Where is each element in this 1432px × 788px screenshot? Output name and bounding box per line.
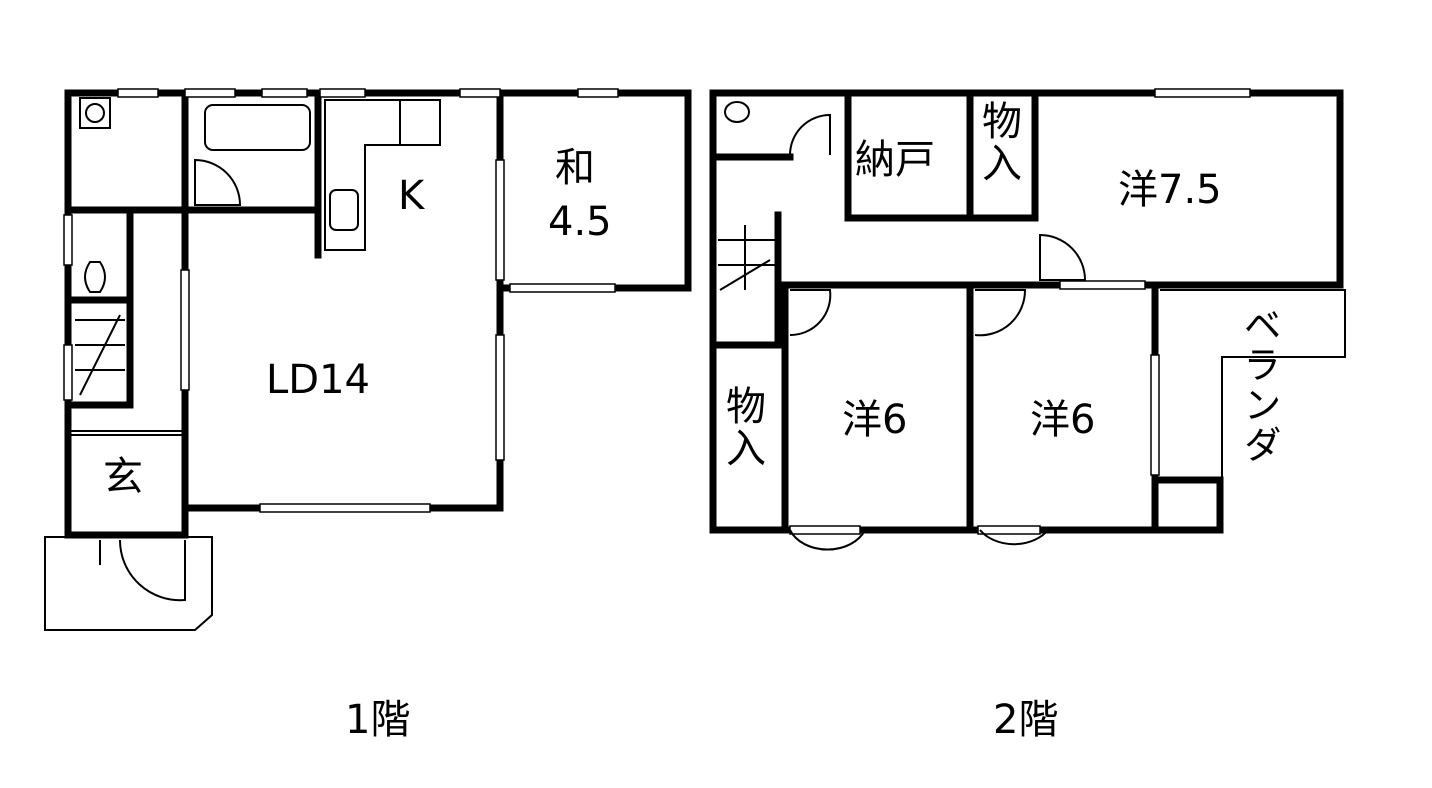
sink-icon bbox=[329, 189, 359, 231]
floor1-walls bbox=[64, 89, 692, 539]
room-label-kitchen: K bbox=[398, 173, 425, 219]
entrance-door-icon bbox=[99, 539, 186, 602]
door-swing-icon bbox=[789, 289, 832, 337]
room-label-western-a: 洋6 bbox=[842, 397, 908, 443]
door-swing-icon bbox=[979, 529, 1049, 546]
bathtub-icon bbox=[204, 104, 311, 151]
floor1-fixtures bbox=[44, 97, 441, 631]
door-swing-icon bbox=[789, 529, 866, 551]
room-label-closet-top: 物入 bbox=[975, 100, 1021, 184]
stairs-icon bbox=[718, 225, 775, 291]
room-label-closet-left: 物入 bbox=[719, 385, 765, 469]
veranda-outline bbox=[1160, 289, 1346, 530]
porch bbox=[44, 536, 213, 631]
door-swing-icon bbox=[789, 113, 831, 156]
room-label-washitsu-size: 4.5 bbox=[548, 199, 612, 245]
room-label-western-large: 洋7.5 bbox=[1118, 167, 1222, 213]
room-label-entrance: 玄 bbox=[103, 454, 143, 500]
toilet-icon bbox=[724, 101, 751, 123]
kitchen-counter-icon bbox=[324, 99, 441, 251]
room-label-ld: LD14 bbox=[266, 357, 370, 403]
floor1-title: 1階 bbox=[345, 697, 411, 743]
room-label-western-b: 洋6 bbox=[1030, 397, 1096, 443]
floor2-title: 2階 bbox=[993, 697, 1059, 743]
toilet-icon bbox=[84, 261, 106, 293]
stairs-icon bbox=[75, 314, 125, 396]
floor1-windows bbox=[63, 88, 619, 513]
door-swing-icon bbox=[1039, 233, 1087, 281]
room-label-washitsu: 和 bbox=[555, 145, 595, 191]
room-label-veranda: ベランダ bbox=[1237, 305, 1281, 465]
door-swing-icon bbox=[974, 289, 1027, 337]
room-label-storeroom: 納戸 bbox=[855, 137, 935, 183]
washing-machine-icon bbox=[79, 97, 111, 129]
door-swing-icon bbox=[194, 158, 242, 206]
floor2-fixtures bbox=[718, 88, 1346, 551]
